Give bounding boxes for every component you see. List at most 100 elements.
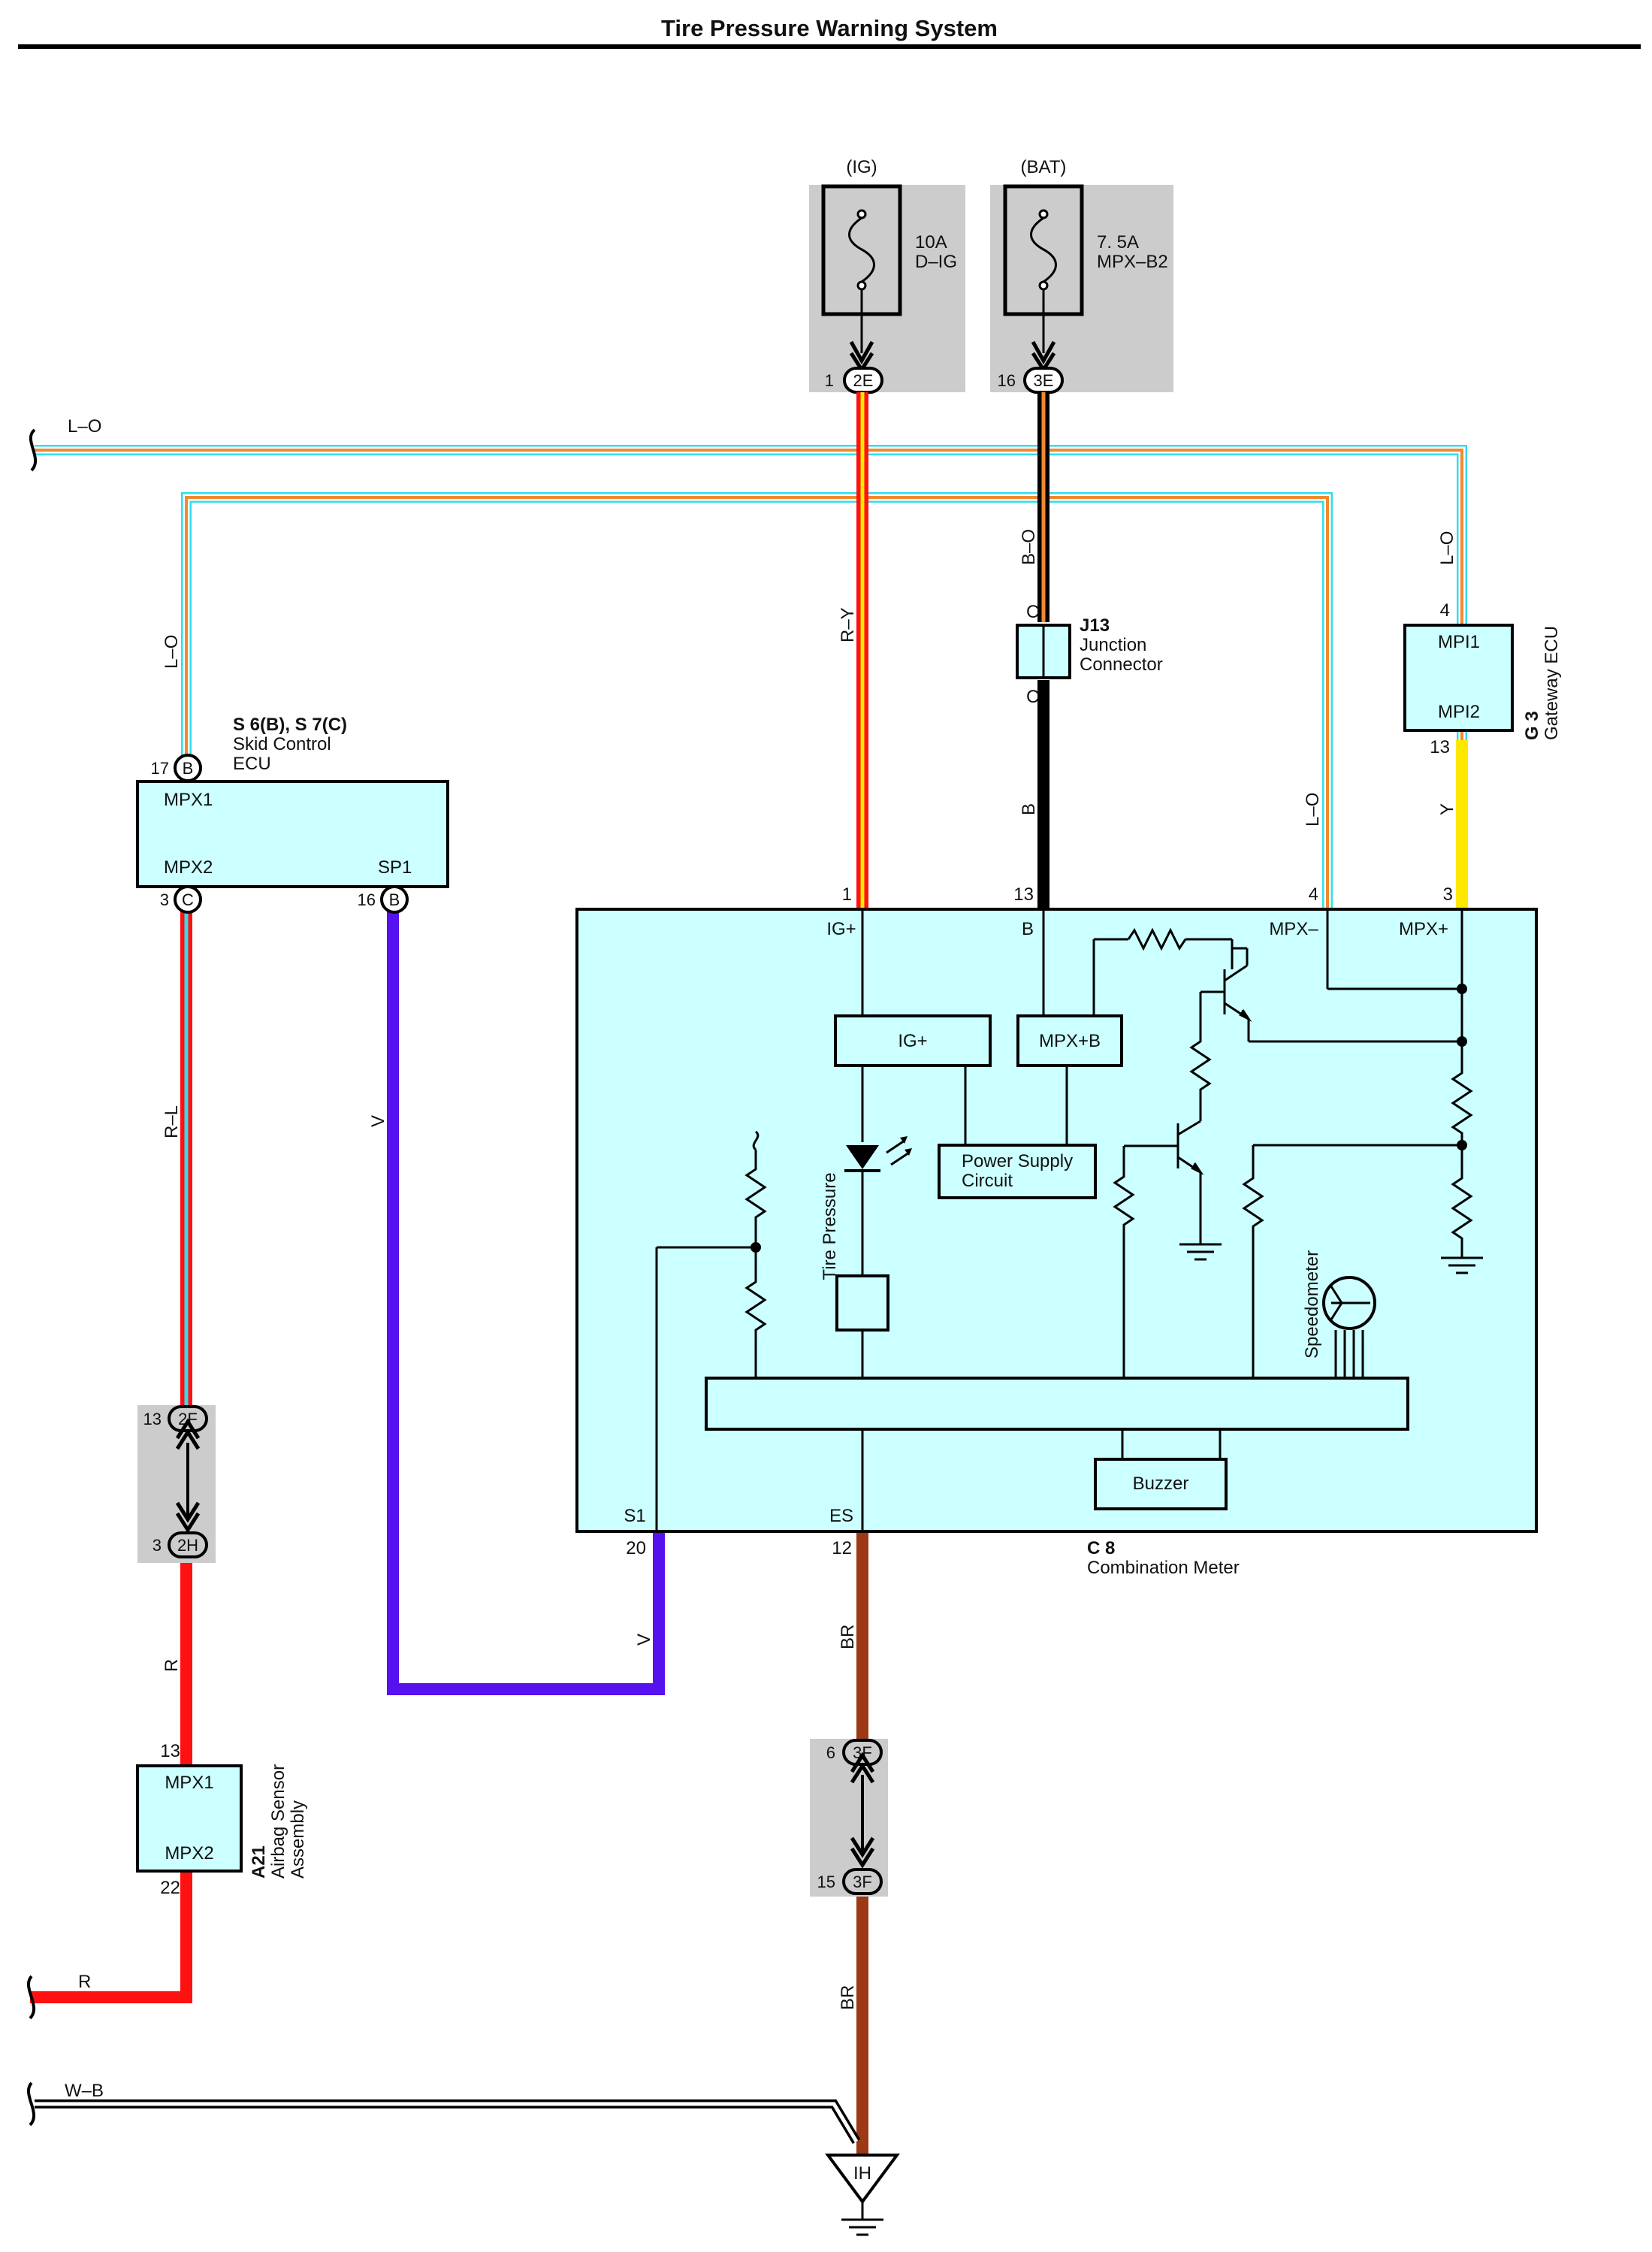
meter-block-buzzer (1094, 1458, 1228, 1510)
wire-label-lo-top: L–O (68, 416, 101, 437)
meter-block-power-supply (938, 1144, 1097, 1199)
junction-connector: C C J13 Junction Connector (1016, 602, 1163, 707)
connector-2e-pin: 1 (825, 371, 834, 390)
connector-3f-bottom-label: 3F (853, 1873, 872, 1891)
airbag-box (136, 1764, 243, 1873)
meter-label-b: B (1022, 919, 1034, 939)
meter-label-igp: IG+ (826, 919, 856, 939)
skid-ecu-pin-16-conn: B (389, 890, 400, 909)
wire-label-r2: R (78, 1972, 91, 1992)
skid-ecu-pin-16 (380, 885, 409, 914)
skid-ecu-pin-3 (174, 885, 202, 914)
connector-3e-label: 3E (1034, 371, 1054, 390)
fuse-bat-group: (BAT) (1021, 157, 1067, 177)
diagram-title: Tire Pressure Warning System (661, 15, 998, 41)
wire-break-lo (29, 428, 38, 472)
wire-label-lo-gateway: L–O (1437, 531, 1457, 565)
meter-pin-1: 1 (842, 884, 852, 905)
connector-3e-pin: 16 (998, 371, 1016, 390)
airbag-pin-13: 13 (160, 1741, 180, 1761)
connector-3f-bottom (842, 1868, 883, 1895)
junction-pin-bottom: C (1026, 687, 1039, 707)
airbag-code: A21 (249, 1845, 269, 1879)
skid-ecu-label-sp1: SP1 (378, 857, 412, 878)
wire-label-br2: BR (838, 1985, 858, 2010)
meter-internal-wiring (655, 909, 1483, 1531)
fuse-ig-panel (809, 185, 965, 392)
meter-block-igp-label: IG+ (898, 1031, 927, 1051)
airbag-pin-22: 22 (160, 1878, 180, 1898)
meter-pin-4: 4 (1309, 884, 1318, 905)
meter-code: C 8 (1087, 1538, 1115, 1558)
meter-label-speedometer: Speedometer (1302, 1250, 1322, 1359)
meter-label-es: ES (829, 1506, 853, 1526)
skid-ecu-pin-17 (174, 754, 202, 782)
wire-label-v2: V (634, 1634, 654, 1646)
wire-v (387, 911, 665, 1695)
wire-label-v1: V (368, 1115, 388, 1127)
wire-label-lo-skid: L–O (162, 635, 182, 669)
fuse-bat: (BAT) 7. 5A MPX–B2 3E 16 (990, 157, 1173, 394)
skid-ecu-pin-3-num: 3 (160, 890, 169, 909)
wire-label-b: B (1019, 803, 1039, 815)
airbag-label-mpx2: MPX2 (165, 1843, 213, 1864)
skid-ecu-line2: ECU (233, 754, 271, 774)
connector-2e-label: 2E (853, 371, 874, 390)
fuse-bat-name: MPX–B2 (1097, 252, 1168, 272)
fuse-bat-rating: 7. 5A (1097, 232, 1139, 252)
gateway-pin-13: 13 (1430, 737, 1450, 757)
junction-pin-top: C (1026, 602, 1039, 622)
combination-meter: C 8 Combination Meter 1 13 4 3 IG+ B MPX… (575, 884, 1538, 1578)
fuse-ig: (IG) 10A D–IG 2E 1 (809, 157, 965, 394)
fuse-ig-rating: 10A (915, 232, 947, 252)
wire-label-r1: R (162, 1659, 182, 1672)
meter-pin-12: 12 (832, 1538, 852, 1558)
connector-3f-top-pin: 6 (826, 1743, 835, 1762)
gateway-label-mpi2: MPI2 (1438, 702, 1480, 722)
gateway-ecu: MPI1 MPI2 4 13 G 3 Gateway ECU (1403, 600, 1562, 757)
wire-break-wb (26, 2081, 36, 2127)
airbag-line1: Airbag Sensor (268, 1764, 288, 1879)
meter-label-s1: S1 (624, 1506, 645, 1526)
meter-block-igp (834, 1014, 992, 1067)
wire-break-r (26, 1975, 36, 2020)
wire-label-wb: W–B (65, 2081, 104, 2101)
ground-label: IH (853, 2163, 871, 2184)
airbag-label-mpx1: MPX1 (165, 1773, 213, 1793)
meter-label-mpxp: MPX+ (1399, 919, 1448, 939)
fuse-ig-name: D–IG (915, 252, 957, 272)
meter-block-psc-line2: Circuit (962, 1171, 1013, 1191)
meter-block-buzzer-label: Buzzer (1133, 1474, 1189, 1494)
wire-label-ry: R–Y (838, 607, 858, 642)
wire-lo-skid (181, 492, 1333, 909)
meter-block-mpxb-label: MPX+B (1039, 1031, 1101, 1051)
meter-block-psc-line1: Power Supply (962, 1151, 1073, 1171)
wire-r (30, 1555, 192, 2003)
connector-3f-bottom-pin: 15 (817, 1873, 835, 1891)
gateway-code: G 3 (1522, 711, 1542, 740)
skid-ecu-box (136, 780, 449, 888)
connector-3f: 3F 6 3F 15 (810, 1739, 888, 1897)
wire-label-y: Y (1437, 803, 1457, 815)
connector-2h (168, 1531, 208, 1558)
fuse-bat-symbol (1030, 216, 1057, 283)
meter-label-tire-pressure: Tire Pressure (820, 1172, 840, 1280)
fuse-ig-symbol (848, 216, 875, 283)
connector-2h-label: 2H (177, 1536, 198, 1555)
skid-ecu-pin-3-conn: C (182, 890, 194, 909)
airbag-sensor-assembly: MPX1 MPX2 13 22 A21 Airbag Sensor Assemb… (136, 1741, 308, 1898)
skid-ecu-label-mpx1: MPX1 (164, 790, 213, 810)
gateway-pin-4: 4 (1440, 600, 1450, 621)
combination-meter-box (575, 908, 1538, 1533)
meter-block-cpu (705, 1377, 1409, 1431)
junction-code: J13 (1080, 615, 1110, 636)
skid-control-ecu: S 6(B), S 7(C) Skid Control ECU MPX1 MPX… (136, 715, 449, 914)
meter-label-mpxm: MPX– (1269, 919, 1318, 939)
junction-line2: Connector (1080, 654, 1163, 675)
tire-pressure-led-icon (844, 1136, 912, 1172)
wire-label-br1: BR (838, 1625, 858, 1649)
ground-point-icon (825, 2154, 900, 2205)
gateway-ecu-box (1403, 624, 1514, 732)
meter-name: Combination Meter (1087, 1558, 1240, 1578)
meter-block-mpxb (1016, 1014, 1123, 1067)
